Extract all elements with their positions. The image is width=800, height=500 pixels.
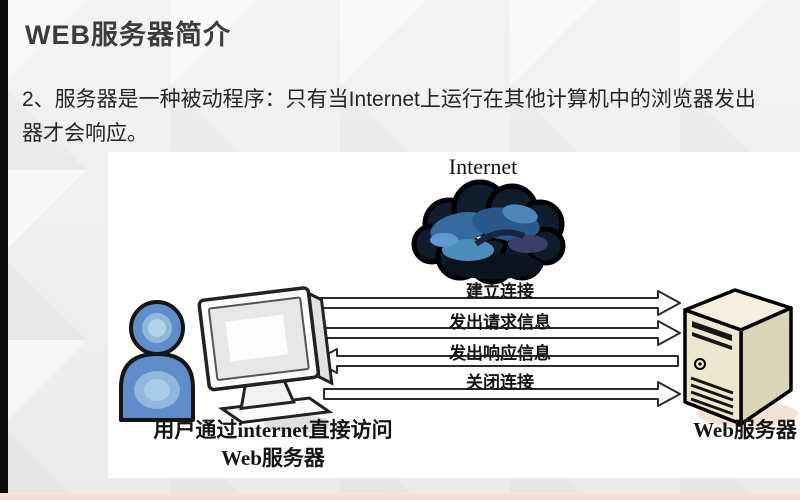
body-text: 2、服务器是一种被动程序：只有当Internet上运行在其他计算机中的浏览器发出…	[22, 83, 800, 151]
arrow-label-establish-connection: 建立连接	[466, 282, 534, 301]
internet-label: Internet	[448, 154, 518, 179]
monitor-icon	[197, 286, 334, 433]
server-label: Web服务器	[693, 418, 797, 442]
arrow-establish-connection	[319, 290, 681, 316]
body-text-line2: 器才会响应。	[22, 122, 148, 145]
arrow-send-request	[319, 320, 681, 346]
bottom-accent-bar	[0, 493, 800, 500]
client-server-diagram: Internet 建立连接 发出请求信息 发出响应信息 关闭连接 用户通过int…	[108, 152, 800, 478]
diagram-graphics	[119, 179, 798, 433]
arrow-close-connection	[323, 381, 681, 407]
arrow-label-send-request: 发出请求信息	[449, 313, 551, 332]
user-icon	[119, 300, 195, 422]
arrow-label-send-response: 发出响应信息	[449, 344, 551, 363]
server-tower-icon	[683, 288, 798, 427]
client-caption-line2: Web服务器	[221, 446, 325, 470]
internet-cloud-icon	[411, 179, 566, 285]
body-text-line1: 2、服务器是一种被动程序：只有当Internet上运行在其他计算机中的浏览器发出	[22, 88, 756, 111]
page-title: WEB服务器简介	[25, 20, 231, 50]
left-edge-bar	[0, 0, 8, 500]
arrow-label-close-connection: 关闭连接	[466, 373, 534, 392]
client-caption-line1: 用户通过internet直接访问	[153, 418, 393, 442]
